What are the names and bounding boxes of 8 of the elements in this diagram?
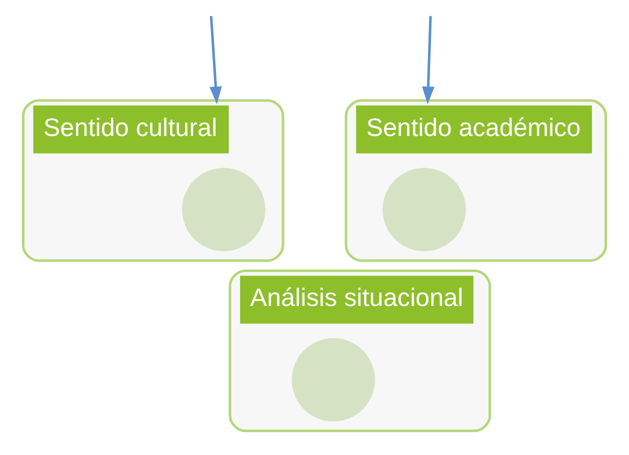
node-circle bbox=[382, 167, 466, 251]
cluster: Sentido cultural bbox=[22, 98, 284, 262]
arrow bbox=[210, 16, 222, 104]
cluster: Sentido académico bbox=[344, 98, 608, 262]
arrow bbox=[422, 16, 434, 104]
cluster: Análisis situacional bbox=[228, 268, 492, 432]
node-circle bbox=[292, 338, 376, 421]
node-circle bbox=[182, 167, 266, 251]
